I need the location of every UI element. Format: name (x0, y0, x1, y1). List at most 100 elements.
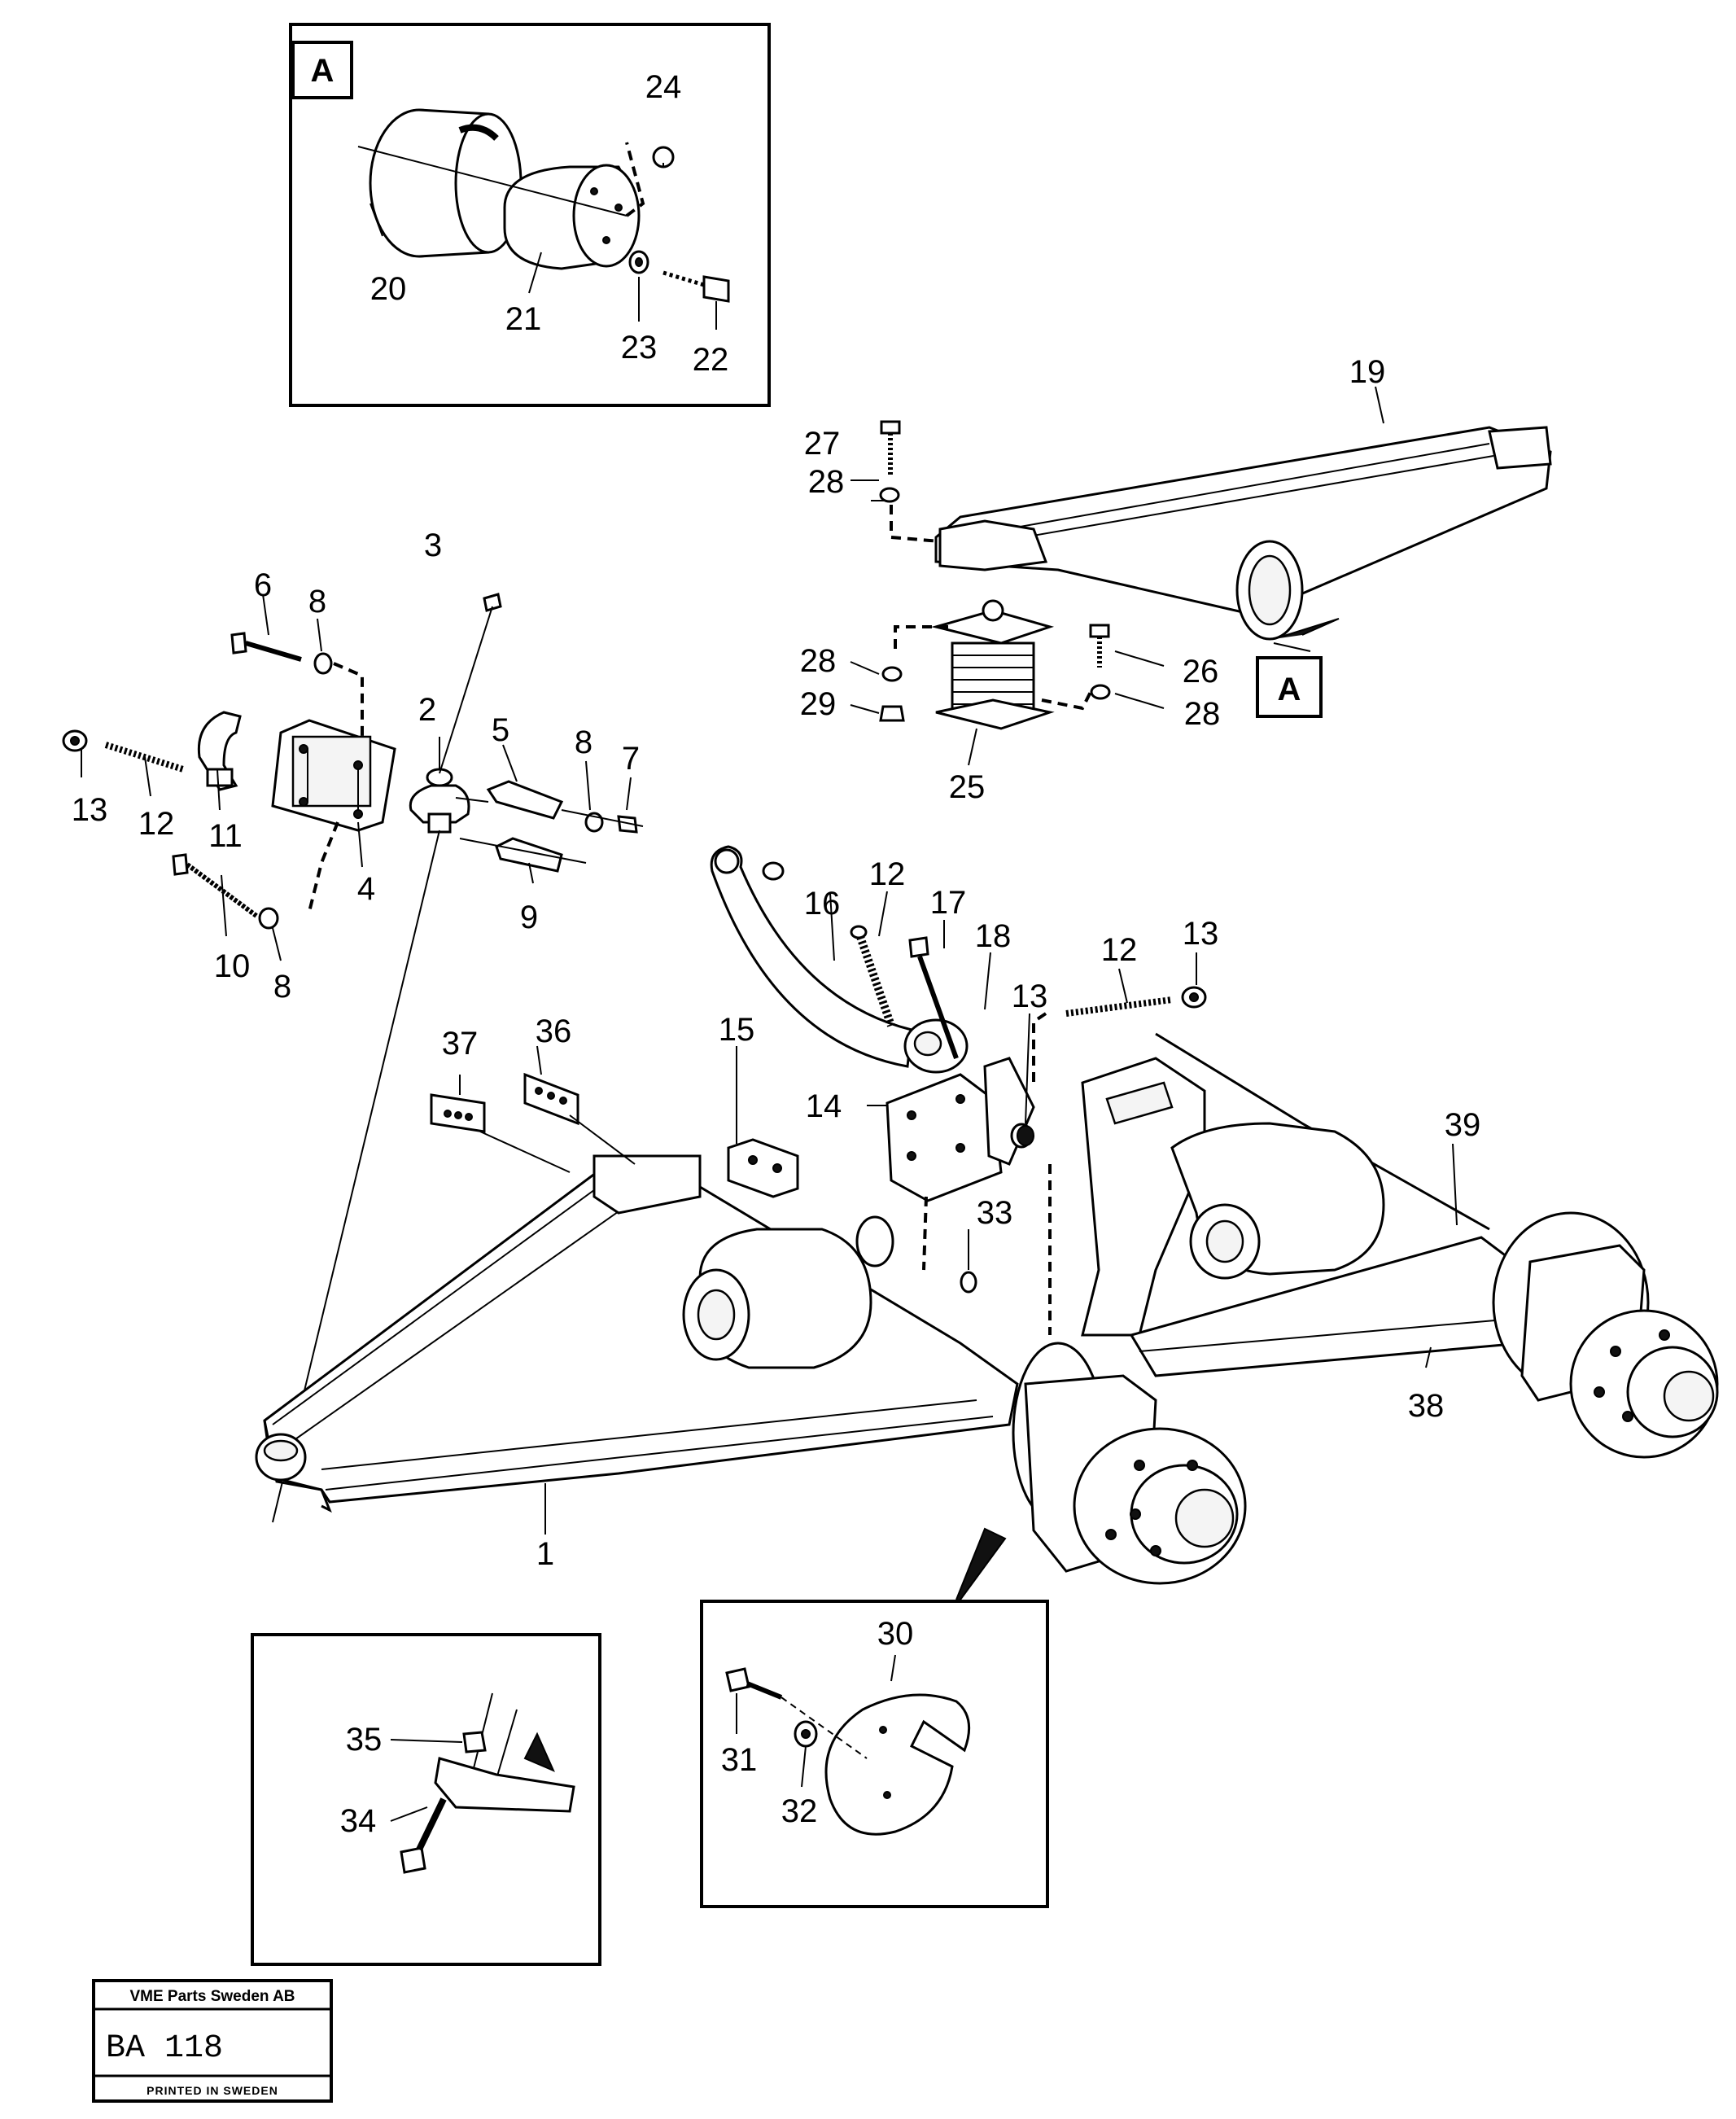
bolt-22-illustration (662, 270, 730, 303)
bracket-5-illustration (486, 780, 564, 820)
washer-28-top-illustration (879, 487, 900, 503)
callout-30: 30 (877, 1616, 914, 1652)
bolt-6-illustration (230, 632, 302, 662)
bolt-3-illustration (483, 593, 502, 612)
callout-6: 6 (254, 567, 272, 603)
washer-8-low-illustration (258, 907, 279, 930)
callout-22: 22 (693, 342, 729, 378)
callout-26: 26 (1183, 654, 1219, 690)
callout-24: 24 (645, 69, 682, 105)
callout-34: 34 (340, 1803, 377, 1839)
callout-10: 10 (214, 948, 251, 984)
bolt-17-illustration (908, 936, 959, 1060)
hub-part-illustration (503, 164, 641, 270)
axle-frame-1-illustration (255, 1154, 1247, 1585)
detail-box-a: A 2 (289, 23, 771, 407)
detail-box-bolt: 35 34 (251, 1633, 601, 1966)
washer-23-illustration (628, 250, 649, 274)
shim-37-illustration (430, 1093, 486, 1133)
callout-38: 38 (1408, 1388, 1445, 1424)
callout-8: 8 (575, 725, 593, 760)
callout-15: 15 (719, 1012, 755, 1048)
nut-7-illustration (617, 815, 638, 834)
callout-5: 5 (492, 712, 509, 748)
stud-12-mid-illustration (850, 925, 895, 1027)
bracket-19-illustration (934, 426, 1552, 652)
callout-12: 12 (138, 806, 175, 842)
callout-1: 1 (536, 1536, 554, 1572)
stamp-footer: PRINTED IN SWEDEN (146, 2084, 278, 2097)
callout-33: 33 (977, 1195, 1013, 1231)
nut-13-mid-illustration (1017, 1125, 1034, 1146)
callout-39: 39 (1445, 1107, 1481, 1143)
callout-25: 25 (949, 769, 986, 805)
bushing-2-illustration (409, 768, 470, 834)
publisher-stamp: VME Parts Sweden AB BA 118 PRINTED IN SW… (92, 1979, 333, 2103)
callout-28: 28 (800, 643, 837, 679)
washer-28-right-illustration (1090, 684, 1111, 700)
callout-37: 37 (442, 1026, 479, 1062)
callout-13: 13 (1012, 979, 1048, 1014)
rubber-mount-25-illustration (931, 599, 1055, 730)
block-15-illustration (727, 1138, 799, 1198)
bracket-assembly-illustration (62, 593, 644, 1523)
callout-12: 12 (869, 856, 906, 892)
washer-8-top-illustration (313, 652, 333, 675)
callout-3: 3 (424, 528, 442, 563)
bolt-26-illustration (1089, 624, 1110, 668)
callout-36: 36 (536, 1014, 572, 1049)
callout-28: 28 (1184, 696, 1221, 732)
callout-18: 18 (975, 918, 1012, 954)
callout-11: 11 (208, 818, 243, 854)
callout-28: 28 (808, 464, 845, 500)
stamp-code: BA 118 (106, 2030, 223, 2067)
bracket-14-illustration (885, 1057, 1035, 1202)
bracket-9-illustration (495, 837, 563, 873)
callout-8: 8 (273, 969, 291, 1005)
rear-axle-38-illustration (1081, 1032, 1719, 1459)
clamp-11-illustration (197, 711, 242, 791)
detail-ref-a: A (1256, 656, 1323, 718)
washer-32-illustration (794, 1720, 818, 1748)
callout-14: 14 (806, 1088, 842, 1124)
callout-35: 35 (346, 1722, 383, 1758)
callout-4: 4 (357, 871, 375, 907)
nut-35-illustration (462, 1731, 487, 1753)
stud-12-right-illustration (1065, 996, 1173, 1017)
callout-29: 29 (800, 686, 837, 722)
stamp-company: VME Parts Sweden AB (129, 1988, 295, 2005)
callout-9: 9 (520, 900, 538, 935)
callout-8: 8 (308, 584, 326, 620)
callout-27: 27 (804, 426, 841, 462)
callout-23: 23 (621, 330, 658, 366)
callout-12: 12 (1101, 932, 1138, 968)
callout-21: 21 (505, 301, 542, 337)
nut-29-illustration (879, 705, 905, 722)
bolt-10-illustration (172, 853, 258, 918)
stud-12-left-illustration (104, 742, 185, 773)
callout-32: 32 (781, 1793, 818, 1829)
nut-13-left-illustration (62, 729, 88, 752)
callout-13: 13 (72, 792, 108, 828)
detail-box-plate: 30 31 32 (700, 1527, 1049, 1908)
callout-20: 20 (370, 271, 407, 307)
washer-33-illustration (960, 1271, 977, 1294)
bolt-34-illustration (400, 1797, 447, 1874)
bracket-4-illustration (271, 719, 396, 832)
callout-7: 7 (622, 741, 640, 777)
shim-36-illustration (523, 1072, 579, 1126)
bolt-31-illustration (725, 1667, 783, 1700)
detail-box-a-label: A (311, 53, 335, 89)
callout-31: 31 (721, 1742, 758, 1778)
callout-2: 2 (418, 692, 436, 728)
detail-ref-a-label: A (1278, 672, 1301, 707)
washer-28-mid-illustration (881, 666, 903, 682)
torque-rod-16-illustration (710, 845, 969, 1074)
callout-17: 17 (930, 885, 967, 921)
nut-13-right-illustration (1181, 986, 1207, 1009)
callout-19: 19 (1349, 354, 1386, 390)
callout-13: 13 (1183, 916, 1219, 952)
callout-16: 16 (804, 886, 841, 922)
bolt-27-illustration (880, 420, 901, 476)
